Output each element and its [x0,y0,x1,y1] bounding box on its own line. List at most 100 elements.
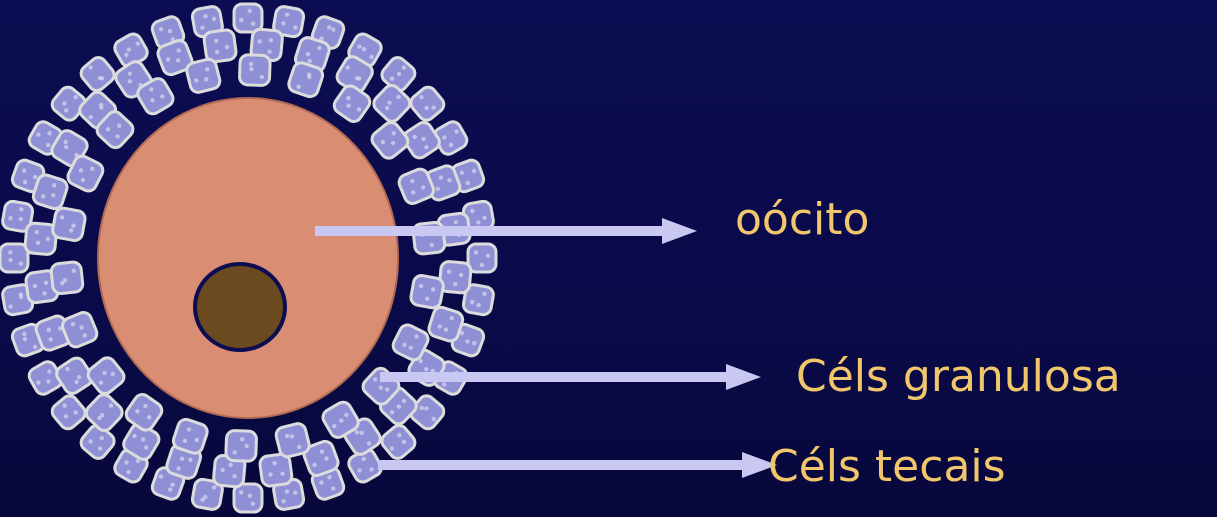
granulosa-cell [274,422,310,458]
granulosa-cell [185,58,221,94]
cell-texture [176,58,180,62]
cell-texture [442,135,446,139]
granulosa-cell [331,83,373,125]
cell-texture [460,171,464,175]
cell-texture [419,284,423,288]
cell-texture [109,403,113,407]
cell-texture [307,72,311,76]
cell-texture [124,53,128,57]
cell-texture [111,372,115,376]
cell-texture [46,237,50,241]
cell-texture [8,305,12,309]
cell-texture [346,104,350,108]
cell-texture [214,39,218,43]
cell-texture [409,346,413,350]
theca-cell [234,484,262,512]
cell-texture [65,367,69,371]
cell-texture [362,47,366,51]
theca-cell [468,244,496,272]
cell-texture [22,169,26,173]
cell-texture [63,278,67,282]
cell-texture [89,439,93,443]
cell-texture [36,241,40,245]
cell-texture [71,224,75,228]
cell-texture [147,415,151,419]
granulosa-cell [51,207,86,242]
cell-texture [47,131,51,135]
cell-texture [62,101,66,105]
cell-texture [89,115,93,119]
cell-texture [346,96,350,100]
cell-texture [115,134,119,138]
cell-texture [268,472,272,476]
arrow-theca-cells [378,452,777,478]
theca-cell [234,4,262,32]
cell-texture [357,44,361,48]
cell-texture [308,59,312,63]
cell-texture [453,282,457,286]
cell-texture [166,57,170,61]
cell-texture [357,107,361,111]
cell-texture [141,437,145,441]
label-theca-cells: Céls tecais [768,445,1006,489]
granulosa-cell [50,261,83,294]
cell-texture [49,337,53,341]
cell-texture [74,380,78,384]
cell-texture [8,258,12,262]
cell-texture [183,439,187,443]
cell-texture [64,414,68,418]
cell-texture [215,50,219,54]
cell-texture [260,75,264,79]
cell-texture [44,281,48,285]
cell-texture [128,79,132,83]
theca-cell [0,244,28,272]
cell-texture [267,50,271,54]
cell-texture [431,287,435,291]
cell-texture [232,474,236,478]
cell-texture [240,437,244,441]
cell-texture [233,450,237,454]
cell-texture [239,490,243,494]
cell-texture [98,446,102,450]
cell-texture [180,457,184,461]
cell-texture [168,487,172,491]
cell-texture [33,345,37,349]
cell-texture [19,292,23,296]
cell-texture [69,228,73,232]
cell-texture [402,399,406,403]
cell-texture [187,427,191,431]
cell-texture [135,409,139,413]
cell-texture [168,29,172,33]
cell-texture [74,95,78,99]
cell-texture [436,187,440,191]
cell-texture [60,215,64,219]
cell-texture [390,76,394,80]
cell-texture [355,430,359,434]
ovarian-follicle [0,4,496,512]
cell-texture [459,273,463,277]
cell-texture [317,46,321,50]
cell-texture [360,431,364,435]
cell-texture [411,190,415,194]
cell-texture [397,405,401,409]
cell-texture [62,403,66,407]
cell-texture [128,72,132,76]
cell-texture [431,105,435,109]
cell-texture [8,216,12,220]
cell-texture [444,327,448,331]
cell-texture [126,470,130,474]
cell-texture [424,145,428,149]
cell-texture [390,410,394,414]
cell-texture [482,292,486,296]
cell-texture [447,270,451,274]
oocyte-cytoplasm [98,98,398,418]
cell-texture [373,377,377,381]
cell-texture [402,440,406,444]
cell-texture [396,95,400,99]
cell-texture [99,381,103,385]
cell-texture [52,183,56,187]
cell-texture [454,129,458,133]
cell-texture [344,413,348,417]
